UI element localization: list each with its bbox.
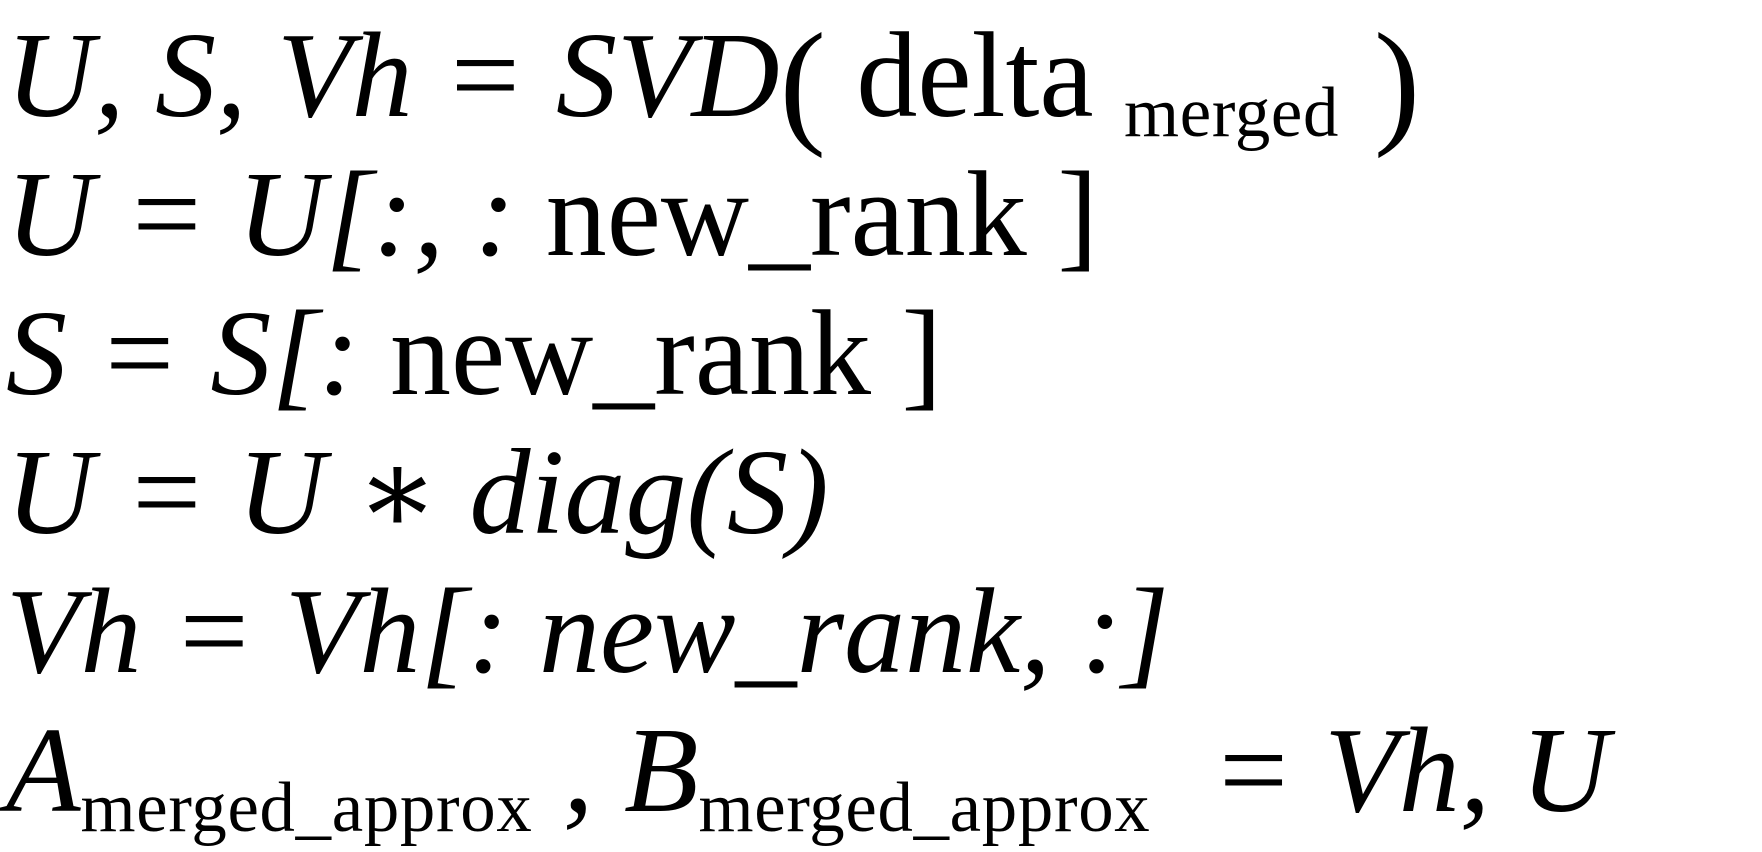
math-segment: , B — [532, 703, 699, 838]
open-paren: ( — [779, 5, 826, 160]
subscript-merged-approx: merged_approx — [698, 768, 1151, 847]
math-segment: delta — [825, 8, 1125, 143]
math-segment: S = S[: — [6, 286, 390, 421]
math-segment: = Vh, U — [1150, 703, 1609, 838]
close-paren: ) — [1339, 5, 1421, 160]
equation-line-u-diag: U = U ∗ diag(S) — [6, 423, 1762, 562]
close-bracket: ] — [870, 286, 943, 421]
math-segment: A — [6, 703, 81, 838]
math-segment: U = U ∗ diag(S) — [6, 425, 829, 560]
subscript-merged-approx: merged_approx — [80, 768, 533, 847]
equation-line-svd: U, S, Vh = SVD( delta merged ) — [6, 6, 1762, 152]
close-bracket: ] — [1026, 147, 1098, 282]
equation-line-u-slice: U = U[:, : new_rank ] — [6, 145, 1762, 284]
identifier-new-rank: new_rank — [545, 147, 1027, 282]
subscript-merged: merged — [1124, 73, 1340, 152]
math-segment: U, S, Vh = SVD — [6, 8, 780, 143]
identifier-new-rank: new_rank — [389, 286, 871, 421]
math-segment: U = U[:, : — [6, 147, 546, 282]
math-segment: Vh = Vh[: new_rank, :] — [6, 564, 1170, 699]
equation-line-ab-approx: Amerged_approx , Bmerged_approx = Vh, U — [6, 701, 1762, 847]
equation-line-s-slice: S = S[: new_rank ] — [6, 284, 1762, 423]
equation-line-vh-slice: Vh = Vh[: new_rank, :] — [6, 562, 1762, 701]
